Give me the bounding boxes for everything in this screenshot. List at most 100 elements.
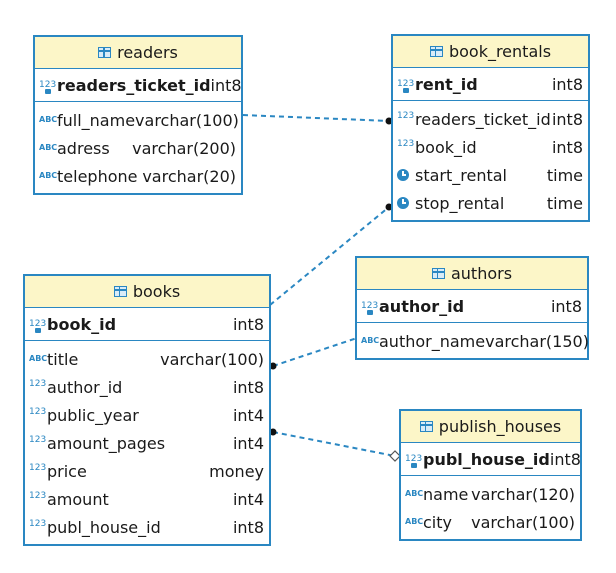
- column-name: price: [47, 461, 87, 481]
- column-type: varchar(100): [135, 110, 239, 130]
- link-books-authors: [272, 337, 358, 367]
- column-name: publ_house_id: [423, 449, 550, 469]
- column-name: publ_house_id: [47, 517, 161, 537]
- column-row[interactable]: stop_rental time: [393, 189, 588, 217]
- column-type: int4: [232, 433, 264, 453]
- column-name: readers_ticket_id: [415, 109, 551, 129]
- clock-icon: [397, 169, 409, 181]
- column-type: varchar(200): [132, 138, 236, 158]
- link-readers-book-rentals: [242, 114, 390, 122]
- number-type-icon: 123: [29, 518, 47, 529]
- column-type: money: [209, 461, 264, 481]
- entity-title: books: [132, 282, 181, 301]
- entity-header[interactable]: readers: [35, 37, 241, 69]
- column-name: book_id: [415, 137, 477, 157]
- link-endpoint-books-publish-houses: [269, 428, 277, 436]
- table-icon: [429, 46, 443, 57]
- key-number-icon: 123: [39, 79, 57, 94]
- entity-header[interactable]: books: [25, 276, 269, 308]
- column-type: int8: [232, 314, 264, 334]
- link-books-publish-houses: [272, 431, 396, 457]
- number-type-icon: 123: [29, 490, 47, 501]
- column-name: city: [423, 512, 452, 532]
- entity-header[interactable]: book_rentals: [393, 36, 588, 68]
- link-endpoint-books-authors: [269, 362, 277, 370]
- entity-header[interactable]: publish_houses: [401, 411, 580, 443]
- column-name: author_id: [379, 296, 465, 316]
- column-type: int8: [551, 109, 583, 129]
- column-name: readers_ticket_id: [57, 75, 211, 95]
- column-type: int8: [550, 296, 582, 316]
- column-name: rent_id: [415, 74, 478, 94]
- column-name: author_id: [47, 377, 123, 397]
- column-type: time: [546, 193, 583, 213]
- column-type: varchar(100): [471, 512, 575, 532]
- column-name: public_year: [47, 405, 139, 425]
- key-number-icon: 123: [29, 318, 47, 333]
- column-type: int8: [549, 449, 581, 469]
- number-type-icon: 123: [29, 434, 47, 445]
- column-type: varchar(20): [142, 166, 236, 186]
- table-icon: [431, 268, 445, 279]
- text-type-icon: ABC: [405, 517, 424, 526]
- key-number-icon: 123: [397, 78, 415, 93]
- entity-header[interactable]: authors: [357, 258, 587, 290]
- link-books-book-rentals: [269, 206, 390, 306]
- column-name: book_id: [47, 314, 117, 334]
- column-name: stop_rental: [415, 193, 505, 213]
- key-number-icon: 123: [405, 453, 423, 468]
- key-number-icon: 123: [361, 300, 379, 315]
- entity-title: authors: [450, 264, 513, 283]
- number-type-icon: 123: [397, 110, 415, 121]
- column-type: varchar(100): [160, 349, 264, 369]
- column-name: amount: [47, 489, 109, 509]
- column-type: int8: [551, 74, 583, 94]
- entity-title: publish_houses: [438, 417, 562, 436]
- number-type-icon: 123: [397, 138, 415, 149]
- column-name: full_name: [57, 110, 136, 130]
- text-type-icon: ABC: [361, 336, 380, 345]
- text-type-icon: ABC: [405, 489, 424, 498]
- column-name: adress: [57, 138, 110, 158]
- column-name: telephone: [57, 166, 138, 186]
- column-name: amount_pages: [47, 433, 166, 453]
- text-type-icon: ABC: [39, 115, 58, 124]
- clock-icon: [397, 197, 409, 209]
- column-type: int8: [551, 137, 583, 157]
- column-type: int4: [232, 489, 264, 509]
- number-type-icon: 123: [29, 378, 47, 389]
- column-type: varchar(120): [471, 484, 575, 504]
- column-type: int8: [232, 377, 264, 397]
- table-icon: [113, 286, 127, 297]
- column-type: int4: [232, 405, 264, 425]
- text-type-icon: ABC: [39, 171, 58, 180]
- column-name: start_rental: [415, 165, 507, 185]
